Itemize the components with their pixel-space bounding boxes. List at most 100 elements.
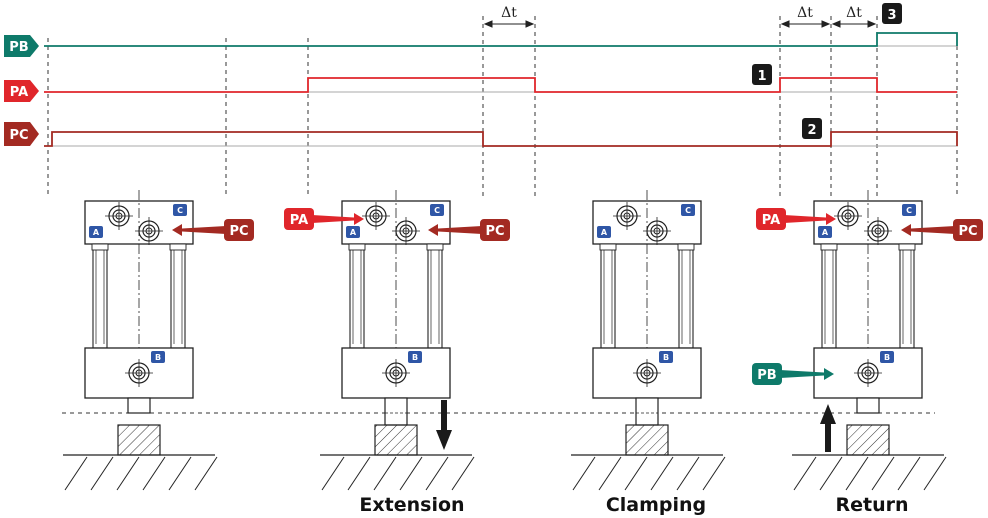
pc-port-arrow: PC — [901, 219, 983, 241]
pc-port-arrow-label: PC — [485, 224, 504, 239]
piston-rod — [127, 397, 151, 414]
delta-t-label: Δt — [501, 5, 517, 21]
workpiece — [117, 424, 161, 456]
pa-signal-tag: PA — [4, 80, 39, 102]
port-c-badge — [681, 204, 695, 216]
ground-hatch — [142, 456, 166, 491]
ground-hatch — [845, 456, 869, 491]
tie-rod-nut — [820, 243, 838, 251]
port-a-badge-label: A — [93, 228, 100, 237]
ground-hatch — [676, 456, 700, 491]
port-a-badge — [346, 226, 360, 238]
port-b-badge — [408, 351, 422, 363]
pa-signal-label: PA — [10, 85, 28, 100]
pa-signal-trace — [44, 77, 957, 93]
ground-hatch — [572, 456, 596, 491]
port-a-badge — [597, 226, 611, 238]
port-c-badge-label: C — [685, 206, 691, 215]
ground-hatch — [321, 456, 345, 491]
pc-signal-tag: PC — [4, 122, 39, 146]
workpiece — [846, 424, 890, 456]
pc-port-arrow-box — [480, 219, 510, 241]
delta-t-label: Δt — [846, 5, 862, 21]
tie-rod — [821, 243, 837, 349]
workpiece — [374, 424, 418, 456]
pc-port-arrow-box — [224, 219, 254, 241]
ground-hatch — [624, 456, 648, 491]
pa-port-arrow: PA — [284, 208, 364, 230]
pc-port-arrow: PC — [172, 219, 254, 241]
pc-port-arrow: PC — [428, 219, 510, 241]
ground-hatch — [194, 456, 218, 491]
port-b-badge — [151, 351, 165, 363]
stage-clamping: A C B — [571, 190, 726, 491]
ground-hatch — [650, 456, 674, 491]
ground-hatch — [168, 456, 192, 491]
ground-hatch — [923, 456, 947, 491]
port-a-badge-label: A — [350, 228, 357, 237]
tie-rod — [170, 243, 186, 349]
ground-hatch — [425, 456, 449, 491]
pb-port-arrow-arrow — [780, 368, 834, 380]
tie-rod-nut — [898, 243, 916, 251]
tie-rod-nut — [169, 243, 187, 251]
caption-return: Return — [835, 494, 908, 516]
workpiece — [625, 424, 669, 456]
time-markers — [47, 16, 958, 196]
ground-hatch — [871, 456, 895, 491]
pc-port-arrow-arrow — [901, 224, 955, 236]
pb-port-arrow: PB — [752, 363, 834, 385]
pc-port-arrow-label: PC — [958, 224, 977, 239]
pc-port-arrow-arrow — [428, 224, 482, 236]
port-a-badge-label: A — [822, 228, 829, 237]
pa-port-arrow-box — [756, 208, 786, 230]
port-b-badge-label: B — [663, 353, 669, 362]
ground-hatch — [116, 456, 140, 491]
port-c-badge — [173, 204, 187, 216]
step-marker-3: 3 — [882, 3, 902, 24]
port-c-badge — [902, 204, 916, 216]
tie-rod — [427, 243, 443, 349]
tie-rod-nut — [599, 243, 617, 251]
tie-rod — [92, 243, 108, 349]
ground-hatch — [347, 456, 371, 491]
piston-rod — [635, 397, 659, 426]
stage-extension: A C B PA PC — [284, 190, 510, 491]
pa-port-arrow-label: PA — [762, 213, 780, 228]
tie-rod-nut — [426, 243, 444, 251]
port-c-badge — [430, 204, 444, 216]
ground-hatch — [793, 456, 817, 491]
ground-hatch — [819, 456, 843, 491]
piston-rod — [856, 397, 880, 414]
pb-port-arrow-box — [752, 363, 782, 385]
up-arrow-icon — [820, 404, 836, 452]
port-a-badge — [89, 226, 103, 238]
pb-signal-tag: PB — [4, 35, 39, 57]
step-marker-1: 1 — [752, 64, 772, 85]
tie-rod-nut — [348, 243, 366, 251]
pc-signal-label: PC — [9, 128, 28, 143]
pa-port-arrow-box — [284, 208, 314, 230]
ground-hatch — [451, 456, 475, 491]
delta-t-dimensions — [483, 20, 877, 28]
step-marker-2: 2 — [802, 118, 822, 139]
pb-signal-trace — [44, 32, 958, 47]
step-marker-1-label: 1 — [757, 69, 766, 84]
pc-port-arrow-box — [953, 219, 983, 241]
pb-port-arrow-label: PB — [757, 368, 776, 383]
tie-rod-nut — [91, 243, 109, 251]
pc-port-arrow-label: PC — [229, 224, 248, 239]
pc-signal-trace — [44, 131, 958, 147]
pa-port-arrow: PA — [756, 208, 836, 230]
ground-hatch — [90, 456, 114, 491]
caption-clamping: Clamping — [606, 494, 706, 516]
port-c-badge-label: C — [177, 206, 183, 215]
down-arrow-icon — [436, 400, 452, 450]
port-b-badge-label: B — [155, 353, 161, 362]
port-a-badge-label: A — [601, 228, 608, 237]
port-c-badge-label: C — [434, 206, 440, 215]
port-b-badge-label: B — [412, 353, 418, 362]
